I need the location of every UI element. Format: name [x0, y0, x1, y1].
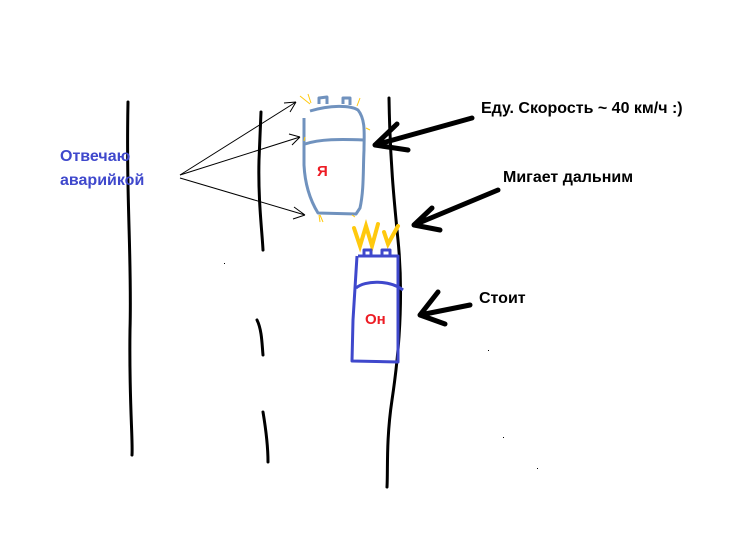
arrow [179, 177, 306, 220]
big-arrows [372, 115, 501, 327]
lane-dash [261, 410, 270, 464]
lane-dash [255, 318, 265, 357]
hazard-reply-label-line2: аварийкой [60, 172, 145, 189]
his-car [350, 248, 404, 364]
left-road-edge [126, 100, 134, 457]
hazard-reply-label-line1: Отвечаю [60, 148, 131, 165]
right-road-edge [385, 96, 402, 489]
my-car-label: Я [317, 163, 328, 180]
specks [224, 263, 538, 469]
stopped-label: Стоит [479, 290, 526, 307]
his-car-label: Он [365, 311, 386, 328]
high-beam-flash [352, 219, 400, 254]
speed-label: Еду. Скорость ~ 40 км/ч :) [481, 100, 683, 117]
pointer-arrows [179, 101, 306, 220]
my-hazard-lights [299, 93, 371, 223]
flashing-label: Мигает дальним [503, 169, 634, 186]
lane-dash [257, 110, 265, 252]
my-car [302, 95, 366, 216]
